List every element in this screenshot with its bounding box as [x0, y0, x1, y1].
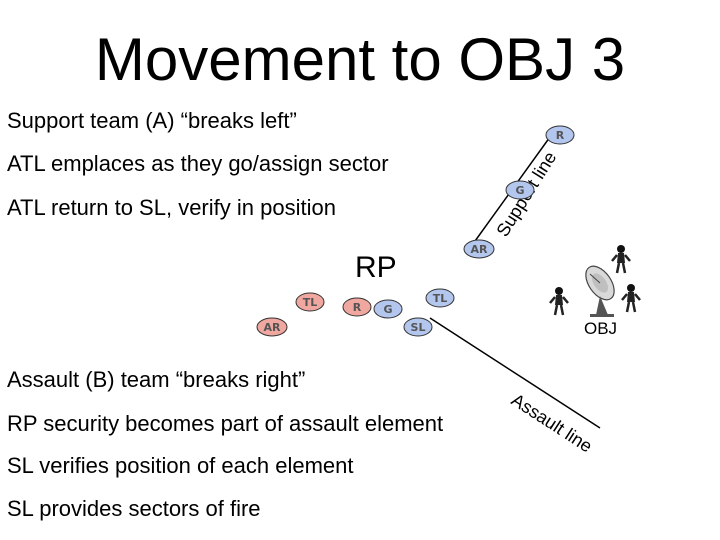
support-g-text: G — [515, 184, 524, 197]
tl-right-marker: TL — [425, 288, 455, 308]
enemy-soldier-icon — [611, 245, 631, 274]
ar-left-text: AR — [264, 321, 282, 334]
ar-left-marker: AR — [256, 317, 288, 337]
bullet-assault-team: Assault (B) team “breaks right” — [7, 367, 306, 392]
support-g-marker: G — [505, 180, 535, 200]
tl-left-marker: TL — [295, 292, 325, 312]
sl-marker: SL — [403, 317, 433, 337]
enemy-soldier-icon — [549, 287, 569, 316]
support-r-text: R — [556, 129, 565, 142]
g-center-text: G — [383, 303, 392, 316]
bullet-sl-verifies: SL verifies position of each element — [7, 453, 354, 478]
r-center-marker: R — [342, 297, 372, 317]
obj-label: OBJ — [584, 319, 618, 338]
rp-label: RP — [355, 251, 397, 284]
slide-title: Movement to OBJ 3 — [94, 26, 626, 93]
enemy-soldier-icon — [621, 284, 641, 313]
sl-text: SL — [411, 321, 426, 334]
support-ar-text: AR — [471, 243, 489, 256]
bullet-atl-emplaces: ATL emplaces as they go/assign sector — [7, 151, 389, 176]
tl-right-text: TL — [433, 292, 448, 305]
bullet-support-team: Support team (A) “breaks left” — [7, 108, 297, 133]
support-ar-marker: AR — [463, 239, 495, 259]
support-r-marker: R — [545, 125, 575, 145]
bullet-sl-sectors: SL provides sectors of fire — [7, 496, 261, 521]
satellite-dish-icon — [585, 265, 615, 317]
assault-line — [429, 317, 601, 429]
r-center-text: R — [353, 301, 362, 314]
assault-line-label: Assault line — [508, 390, 596, 457]
bullet-rp-security: RP security becomes part of assault elem… — [7, 411, 444, 436]
g-center-marker: G — [373, 299, 403, 319]
tl-left-text: TL — [303, 296, 318, 309]
bullet-atl-return: ATL return to SL, verify in position — [7, 195, 336, 220]
